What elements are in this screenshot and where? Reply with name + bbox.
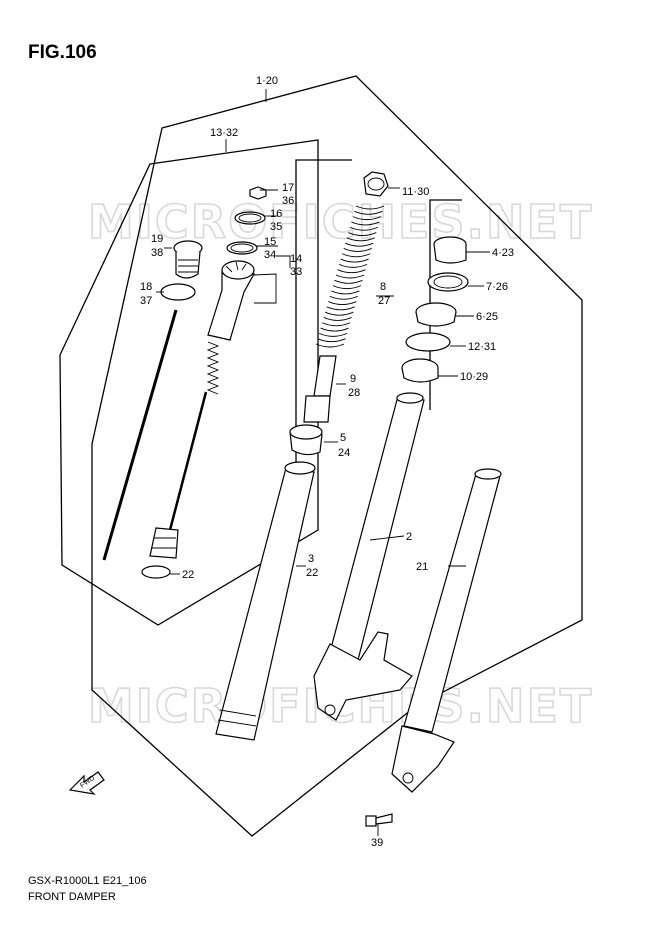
part-19-adjuster xyxy=(173,240,203,279)
callout-13-32: 13·32 xyxy=(210,127,238,139)
part-2-outer-tube xyxy=(313,392,425,721)
part-damper-rod xyxy=(168,391,208,531)
fwd-arrow-icon: FWD xyxy=(68,771,105,795)
callout-16: 16 xyxy=(270,208,282,220)
callout-10-29: 10·29 xyxy=(460,371,488,383)
callout-38: 38 xyxy=(151,247,163,259)
callout-37: 37 xyxy=(140,295,152,307)
callout-22-right: 22 xyxy=(306,567,318,579)
part-14-cap xyxy=(207,260,255,341)
callout-1-20: 1·20 xyxy=(256,75,278,87)
callout-19: 19 xyxy=(151,233,163,245)
callout-3: 3 xyxy=(308,553,314,565)
callout-27: 27 xyxy=(378,295,390,307)
part-piston xyxy=(149,527,179,559)
part-22-ring-left xyxy=(141,565,171,579)
part-9-rod xyxy=(303,355,337,423)
callout-8: 8 xyxy=(380,281,386,293)
callout-18: 18 xyxy=(140,281,152,293)
figure-title: FIG.106 xyxy=(28,42,97,63)
part-17-nut xyxy=(249,186,267,200)
callout-12-31: 12·31 xyxy=(468,341,496,353)
part-39-bolt xyxy=(365,813,393,827)
model-code: GSX-R1000L1 E21_106 xyxy=(28,875,147,887)
part-11-nut xyxy=(363,171,389,197)
part-rod xyxy=(102,309,178,561)
part-small-spring xyxy=(206,341,220,395)
callout-6-25: 6·25 xyxy=(476,311,498,323)
watermark-top: MICROFICHES.NET xyxy=(88,195,593,249)
callout-14: 14 xyxy=(290,253,302,265)
callout-7-26: 7·26 xyxy=(486,281,508,293)
callout-35: 35 xyxy=(270,221,282,233)
callout-24: 24 xyxy=(338,447,350,459)
assembly-boundary-13-32 xyxy=(59,139,319,626)
callout-17: 17 xyxy=(282,182,294,194)
part-8-spring xyxy=(315,205,385,348)
assembly-boundary-seals xyxy=(295,159,352,540)
callout-36: 36 xyxy=(282,195,294,207)
part-3-inner-tube xyxy=(215,461,316,741)
callout-5: 5 xyxy=(340,432,346,444)
part-21-outer-tube xyxy=(391,468,502,793)
callout-4-23: 4·23 xyxy=(492,247,514,259)
callout-22-left: 22 xyxy=(182,569,194,581)
callout-34: 34 xyxy=(264,249,276,261)
callout-11-30: 11·30 xyxy=(402,186,429,198)
part-10-dust-seal xyxy=(401,358,439,383)
part-6-seal xyxy=(415,302,457,327)
leader-lines xyxy=(156,89,490,836)
callout-2: 2 xyxy=(406,531,412,543)
callout-28: 28 xyxy=(348,387,360,399)
callout-33: 33 xyxy=(290,266,302,278)
figure-name: FRONT DAMPER xyxy=(28,891,116,903)
part-4-bushing xyxy=(433,236,467,264)
part-12-clip xyxy=(405,332,451,352)
callout-21: 21 xyxy=(416,561,428,573)
part-5-bushing xyxy=(289,424,323,456)
callout-15: 15 xyxy=(264,236,276,248)
callout-9: 9 xyxy=(350,373,356,385)
spring-coils xyxy=(315,205,385,348)
part-18-oring xyxy=(160,283,196,301)
callout-39: 39 xyxy=(371,837,383,849)
